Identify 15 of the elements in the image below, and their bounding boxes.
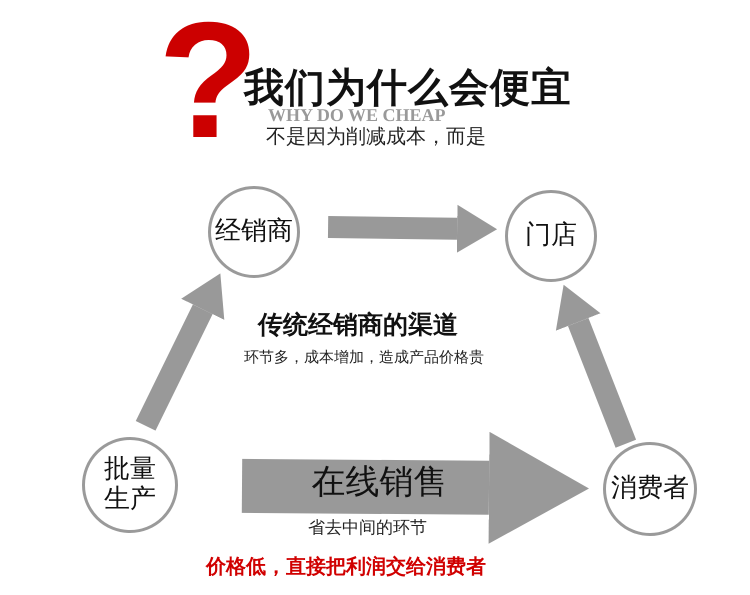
node-label: 消费者: [611, 474, 689, 504]
arrow: [242, 432, 589, 544]
node-label: 批量生产: [103, 455, 157, 515]
subtitle: WHY DO WE CHEAP: [268, 106, 446, 124]
note: 省去中间的环节: [308, 520, 427, 537]
edge-label: 在线销售: [311, 465, 448, 500]
channel-heading: 传统经销商的渠道: [258, 312, 458, 337]
node-label: 经销商: [215, 217, 293, 247]
highlight-note: 价格低，直接把利润交给消费者: [206, 556, 486, 576]
subtitle: 不是因为削减成本，而是: [266, 126, 486, 146]
note: 环节多，成本增加，造成产品价格贵: [244, 350, 484, 365]
arrow: [556, 284, 636, 448]
node-label: 门店: [525, 221, 577, 251]
arrow: [328, 204, 498, 253]
arrow: [136, 273, 224, 431]
